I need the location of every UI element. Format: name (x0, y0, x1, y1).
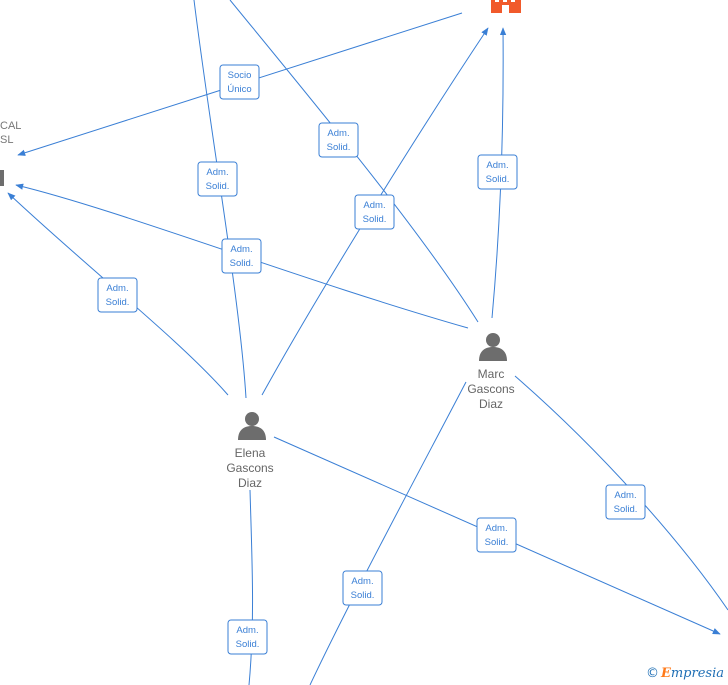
edge-label-line2: Solid. (363, 214, 387, 225)
edge-label-line1: Adm. (486, 160, 508, 171)
edge-label-line1: Adm. (485, 523, 507, 534)
edge-label-socio-unico[interactable]: Socio Único (219, 64, 260, 100)
company-label-line1: CAL (0, 120, 21, 132)
edge-label-adm-solid[interactable]: Adm. Solid. (197, 161, 238, 197)
edge-label-line2: Solid. (206, 181, 230, 192)
footer-brand: ©Empresia (646, 666, 724, 681)
edge-label-adm-solid[interactable]: Adm. Solid. (221, 238, 262, 274)
edge-label-line2: Solid. (485, 537, 509, 548)
edge-label-adm-solid[interactable]: Adm. Solid. (354, 194, 395, 230)
edge-label-adm-solid[interactable]: Adm. Solid. (342, 570, 383, 606)
edge-labels: Socio Único Adm. Solid. Adm. Solid. Adm.… (97, 64, 646, 655)
edge-label-adm-solid[interactable]: Adm. Solid. (97, 277, 138, 313)
edge-label-line2: Solid. (486, 174, 510, 185)
person-icon (479, 333, 507, 361)
edge-label-line1: Adm. (206, 167, 228, 178)
person-node-elena[interactable]: Elena Gascons Diaz (226, 412, 274, 490)
edge-label-line1: Adm. (327, 128, 349, 139)
edge-label-line2: Único (227, 84, 251, 95)
edge-label-line2: Solid. (351, 590, 375, 601)
person-icon (238, 412, 266, 440)
person-name-line3: Diaz (238, 476, 262, 490)
edge-label-line1: Adm. (106, 283, 128, 294)
edge-label-adm-solid[interactable]: Adm. Solid. (605, 484, 646, 520)
edge-label-line1: Socio (228, 70, 252, 81)
edge-marc-down (309, 381, 467, 685)
company-label-line2: SL (0, 134, 13, 146)
edge-label-line2: Solid. (327, 142, 351, 153)
copyright-symbol: © (645, 666, 659, 681)
edge-label-adm-solid[interactable]: Adm. Solid. (318, 122, 359, 158)
edge-label-line1: Adm. (351, 576, 373, 587)
company-node-top[interactable] (491, 0, 521, 13)
edge-label-line2: Solid. (106, 297, 130, 308)
edge-label-line1: Adm. (614, 490, 636, 501)
edge-marc-to-left-company (15, 183, 469, 329)
person-name-line2: Gascons (467, 382, 514, 396)
company-node-left[interactable]: CAL SL (0, 120, 21, 186)
edge-top-line-to-elena (193, 0, 247, 399)
building-icon (0, 170, 4, 186)
edge-label-line1: Adm. (236, 625, 258, 636)
edge-label-adm-solid[interactable]: Adm. Solid. (477, 154, 518, 190)
person-name-line3: Diaz (479, 397, 503, 411)
edge-label-adm-solid[interactable]: Adm. Solid. (476, 517, 517, 553)
building-icon (491, 0, 521, 13)
person-node-marc[interactable]: Marc Gascons Diaz (467, 333, 515, 411)
brand-initial: E (660, 666, 671, 681)
edge-label-adm-solid[interactable]: Adm. Solid. (227, 619, 268, 655)
person-name-line1: Marc (478, 367, 505, 381)
edge-label-line1: Adm. (363, 200, 385, 211)
edge-label-line2: Solid. (230, 258, 254, 269)
edge-label-line1: Adm. (230, 244, 252, 255)
edge-elena-down (248, 489, 254, 685)
person-name-line1: Elena (235, 446, 266, 460)
edge-top-line-to-marc (229, 0, 479, 323)
brand-name: mpresia (670, 666, 724, 681)
edge-label-line2: Solid. (236, 639, 260, 650)
edge-label-line2: Solid. (614, 504, 638, 515)
person-name-line2: Gascons (226, 461, 273, 475)
